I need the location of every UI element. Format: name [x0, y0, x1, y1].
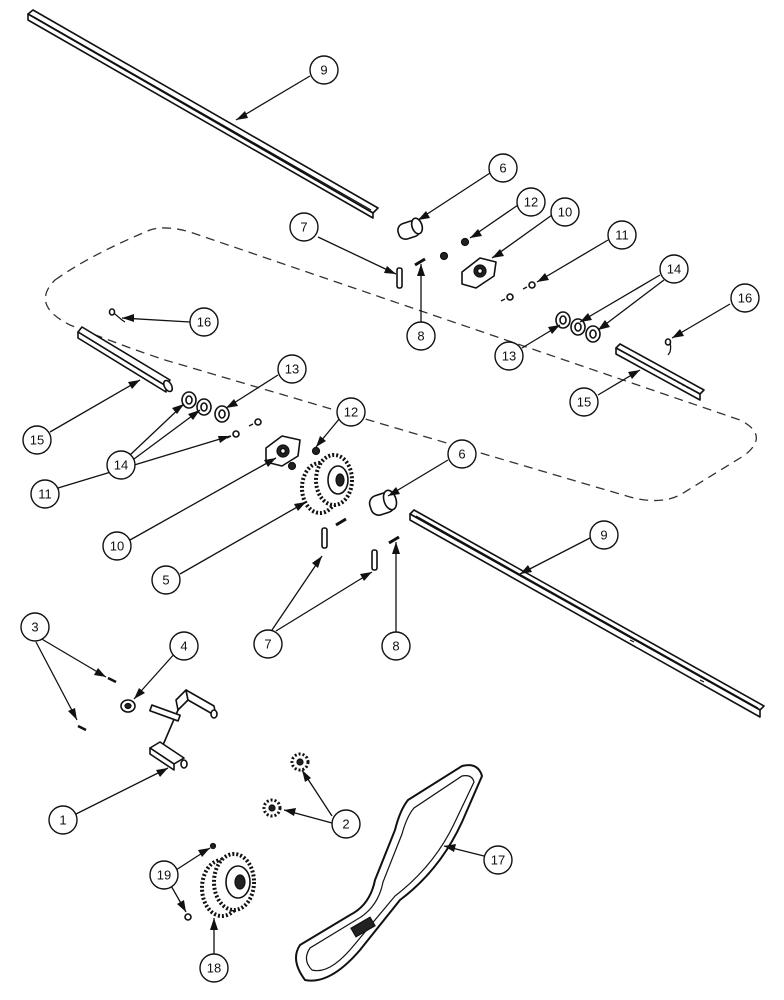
part-6-upper-bushing [397, 217, 424, 240]
part-17-drive-chain [295, 764, 484, 982]
svg-text:11: 11 [38, 487, 52, 502]
callout-13-left: 13 [277, 354, 307, 384]
callout-15-left: 15 [22, 425, 52, 455]
part-5-double-sprocket [300, 453, 354, 515]
svg-text:13: 13 [285, 362, 299, 377]
part-12-upper-nuts [439, 237, 470, 261]
callout-1: 1 [48, 805, 78, 835]
svg-text:15: 15 [577, 395, 591, 410]
svg-text:5: 5 [162, 573, 169, 588]
part-15-left-shaft [77, 326, 174, 393]
part-12-mid-nuts [287, 446, 321, 471]
svg-text:9: 9 [320, 63, 327, 78]
svg-text:3: 3 [31, 620, 38, 635]
svg-text:9: 9 [600, 528, 607, 543]
callout-4: 4 [169, 631, 199, 661]
part-2-idler-sprockets [262, 752, 310, 818]
callout-12-mid: 12 [336, 397, 366, 427]
callout-7-top: 7 [289, 212, 319, 242]
callout-17: 17 [483, 845, 513, 875]
callout-16-right: 16 [730, 283, 760, 313]
svg-text:16: 16 [197, 315, 211, 330]
svg-text:18: 18 [207, 961, 221, 976]
callout-16-left: 16 [189, 307, 219, 337]
callout-9-top: 9 [309, 55, 339, 85]
part-15-right-shaft [615, 343, 705, 401]
callout-12-top: 12 [516, 187, 546, 217]
part-11-upper-bolts [500, 281, 536, 302]
callout-11-left: 11 [30, 479, 60, 509]
svg-text:2: 2 [342, 817, 349, 832]
part-19-small-parts [184, 842, 217, 921]
part-13-14-right-washers [555, 311, 601, 343]
svg-text:10: 10 [110, 539, 124, 554]
part-13-14-left-washers [181, 391, 230, 423]
part-11-left-bolts [226, 418, 262, 439]
svg-text:7: 7 [300, 220, 307, 235]
svg-text:11: 11 [615, 228, 629, 243]
callouts: 9 6 12 10 7 11 8 14 16 13 15 16 15 13 14… [20, 55, 760, 983]
callout-2: 2 [331, 809, 361, 839]
svg-text:15: 15 [30, 433, 44, 448]
svg-text:6: 6 [499, 161, 506, 176]
callout-18: 18 [199, 953, 229, 983]
svg-text:14: 14 [667, 262, 681, 277]
svg-text:8: 8 [417, 329, 424, 344]
callout-19: 19 [149, 860, 179, 890]
part-8-mid-keys [335, 517, 400, 545]
svg-text:1: 1 [59, 813, 66, 828]
svg-text:4: 4 [180, 639, 187, 654]
callout-6-mid: 6 [447, 439, 477, 469]
part-8-upper-key [414, 257, 426, 267]
part-3-screws [77, 676, 117, 732]
callout-15-right: 15 [569, 387, 599, 417]
callout-10-top: 10 [550, 197, 580, 227]
svg-text:16: 16 [738, 291, 752, 306]
svg-text:13: 13 [502, 349, 516, 364]
part-7-mid-pins [321, 527, 378, 571]
svg-text:12: 12 [524, 195, 538, 210]
part-1-bracket [149, 689, 218, 771]
part-16-right-cotter-pin [664, 338, 672, 356]
svg-text:12: 12 [344, 405, 358, 420]
svg-text:10: 10 [558, 205, 572, 220]
leader-lines [35, 75, 731, 954]
callout-5: 5 [151, 565, 181, 595]
svg-text:7: 7 [264, 637, 271, 652]
part-18-drive-sprocket [200, 852, 256, 918]
part-7-upper-pin [396, 267, 403, 289]
callout-6-top: 6 [488, 153, 518, 183]
svg-text:6: 6 [458, 447, 465, 462]
part-4-nut [120, 699, 136, 713]
callout-14-left: 14 [106, 450, 136, 480]
callout-14-right: 14 [659, 254, 689, 284]
callout-8-bottom: 8 [381, 631, 411, 661]
assembly-boundary [44, 227, 757, 502]
callout-10-left: 10 [102, 531, 132, 561]
part-6-mid-bushing [368, 489, 398, 516]
callout-3: 3 [20, 612, 50, 642]
callout-13-right: 13 [494, 341, 524, 371]
svg-text:14: 14 [114, 458, 128, 473]
svg-text:17: 17 [491, 853, 505, 868]
callout-11-top: 11 [607, 220, 637, 250]
callout-7-bottom: 7 [253, 629, 283, 659]
part-9-upper-bar [27, 9, 379, 219]
part-16-left-cotter-pin [108, 308, 126, 323]
callout-9-bottom: 9 [589, 520, 619, 550]
svg-text:8: 8 [392, 639, 399, 654]
part-9-lower-bar [409, 509, 765, 718]
callout-8-top: 8 [406, 321, 436, 351]
part-10-upper-bearing [461, 257, 497, 289]
svg-text:19: 19 [157, 868, 171, 883]
